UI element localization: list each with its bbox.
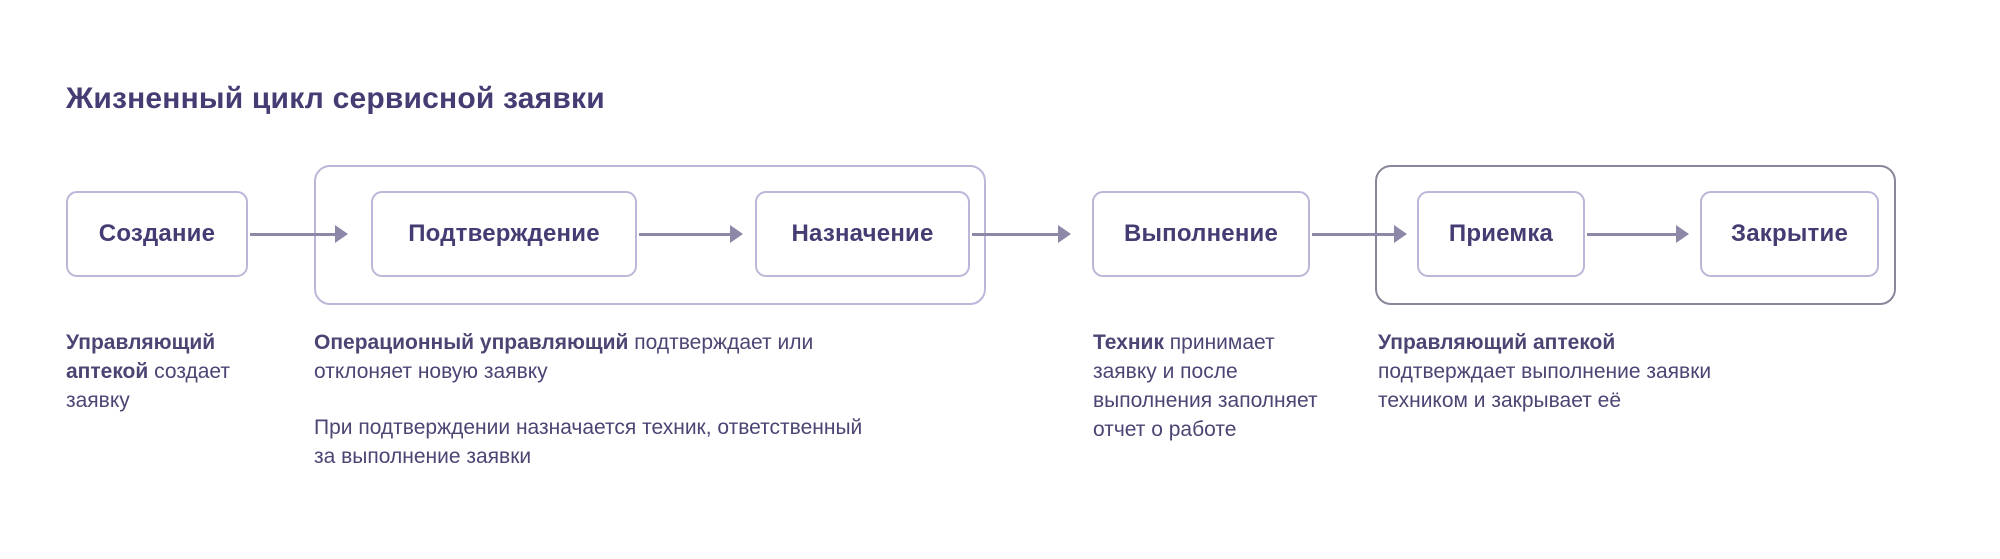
description-execution: Техник принимает заявку и после выполнен… [1093, 328, 1323, 444]
arrow-head-icon [335, 225, 348, 243]
arrow-head-icon [730, 225, 743, 243]
stage-label-execution: Выполнение [1123, 220, 1279, 247]
description-text: создает заявку [66, 360, 231, 412]
actor-name: Управляющий аптекой [66, 331, 216, 383]
description-paragraph: Управляющий аптекой создает заявку [66, 328, 266, 415]
arrow-execution-to-acceptance-icon [1312, 225, 1407, 243]
stage-box-closing: Закрытие [1700, 191, 1879, 277]
actor-name: Операционный управляющий [314, 331, 629, 354]
description-text: подтверждает или отклоняет новую заявку [314, 331, 814, 383]
stage-label-acceptance: Приемка [1448, 220, 1554, 247]
arrow-assignment-to-execution-icon [972, 225, 1071, 243]
stage-box-assignment: Назначение [755, 191, 970, 277]
page-title: Жизненный цикл сервисной заявки [66, 82, 605, 115]
stage-box-execution: Выполнение [1092, 191, 1310, 277]
stage-label-creation: Создание [98, 220, 216, 247]
description-text: принимает заявку и после выполнения запо… [1093, 331, 1318, 441]
description-note: При подтверждении назначается техник, от… [314, 416, 863, 468]
arrow-shaft [639, 232, 731, 236]
actor-name: Техник [1093, 331, 1164, 354]
stage-box-acceptance: Приемка [1417, 191, 1585, 277]
description-acceptance: Управляющий аптекой подтверждает выполне… [1378, 328, 1740, 415]
arrow-head-icon [1394, 225, 1407, 243]
arrow-shaft [1312, 232, 1395, 236]
arrow-confirmation-to-assignment-icon [639, 225, 743, 243]
arrow-shaft [1587, 232, 1677, 236]
arrow-head-icon [1676, 225, 1689, 243]
description-confirmation: Операционный управляющий подтверждает ил… [314, 328, 889, 471]
description-text: подтверждает выполнение заявки техником … [1378, 360, 1712, 412]
description-paragraph: Операционный управляющий подтверждает ил… [314, 328, 889, 386]
stage-box-confirmation: Подтверждение [371, 191, 637, 277]
description-creation: Управляющий аптекой создает заявку [66, 328, 266, 415]
stage-label-confirmation: Подтверждение [408, 220, 600, 247]
description-paragraph: Управляющий аптекой подтверждает выполне… [1378, 328, 1740, 415]
stage-box-creation: Создание [66, 191, 248, 277]
actor-name: Управляющий аптекой [1378, 331, 1616, 354]
arrow-acceptance-to-closing-icon [1587, 225, 1689, 243]
arrow-creation-to-confirmation-icon [250, 225, 348, 243]
arrow-shaft [972, 232, 1059, 236]
stage-label-assignment: Назначение [791, 220, 934, 247]
arrow-head-icon [1058, 225, 1071, 243]
arrow-shaft [250, 232, 336, 236]
description-paragraph: Техник принимает заявку и после выполнен… [1093, 328, 1323, 444]
stage-label-closing: Закрытие [1730, 220, 1848, 247]
